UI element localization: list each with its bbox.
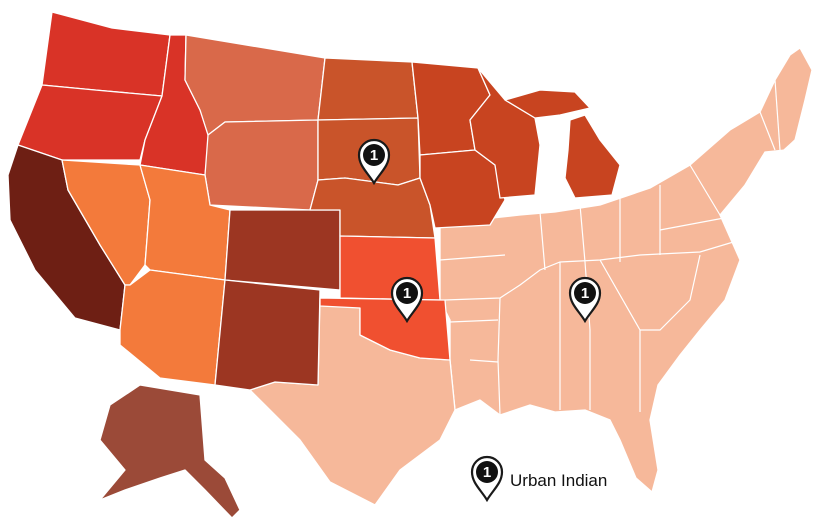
state-new-mexico [214, 279, 321, 391]
marker-count-south-dakota: 1 [370, 147, 378, 164]
state-north-dakota [317, 57, 419, 121]
legend-marker-count: 1 [483, 464, 491, 481]
state-kansas [339, 235, 441, 301]
state-michigan-lower [564, 114, 621, 199]
marker-oklahoma[interactable]: 1 [390, 276, 424, 323]
state-washington [41, 11, 171, 97]
marker-tennessee[interactable]: 1 [568, 276, 602, 323]
state-alaska [99, 384, 241, 519]
state-nebraska [309, 177, 436, 239]
state-colorado [224, 209, 341, 291]
marker-count-tennessee: 1 [581, 285, 589, 302]
state-wyoming [204, 119, 319, 211]
marker-south-dakota[interactable]: 1 [357, 138, 391, 185]
state-michigan-upper [504, 89, 591, 119]
legend-marker-icon: 1 [470, 455, 504, 502]
state-arizona [119, 269, 226, 386]
state-oklahoma [319, 297, 451, 361]
state-oregon [17, 84, 163, 161]
marker-count-oklahoma: 1 [403, 285, 411, 302]
eastern-states-region [439, 47, 813, 493]
eastern-state-borders [439, 79, 796, 416]
legend-label: Urban Indian [510, 471, 608, 490]
